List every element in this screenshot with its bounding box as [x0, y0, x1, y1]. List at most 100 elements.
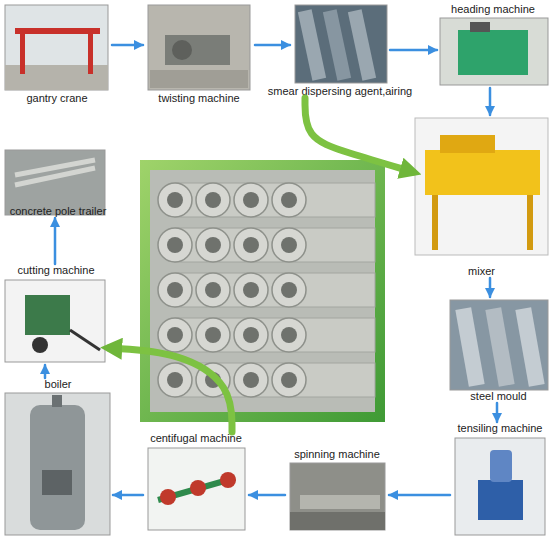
floor [290, 512, 385, 530]
pole-body [175, 228, 375, 262]
machine-box: cutting machine [3, 264, 109, 365]
photo-frame [440, 18, 548, 85]
machine-label: mixer [468, 265, 495, 278]
machine-label: gantry crane [26, 92, 87, 105]
pole-hole [243, 327, 259, 343]
crane-beam [15, 28, 100, 34]
mixer-motor [440, 135, 495, 153]
machine-box: tensiling machine [450, 422, 550, 538]
pole-end [234, 318, 268, 352]
pole-end [196, 363, 230, 397]
mould-cylinder [323, 9, 351, 80]
machine-label: concrete pole trailer [10, 205, 107, 218]
machine-box: mixer [413, 115, 550, 278]
machine-box: smear dispersing agent,airing [290, 3, 390, 98]
spinning-mould [300, 495, 380, 509]
boiler-cylinder [30, 405, 85, 530]
mixer-leg [432, 195, 438, 250]
photo-frame [5, 280, 105, 362]
gantry-photo [5, 5, 108, 90]
pole-end [234, 363, 268, 397]
boiler-door [42, 470, 72, 495]
pole-body [175, 318, 375, 352]
flow-arrow [496, 403, 499, 422]
pole-end [234, 183, 268, 217]
cutter-wheel [32, 337, 48, 353]
pole-hole [205, 327, 221, 343]
photo-frame [290, 463, 385, 530]
pole-end [158, 363, 192, 397]
pole-hole [281, 327, 297, 343]
machine-label: steel mould [470, 390, 526, 403]
pole-end [196, 183, 230, 217]
pole-hole [167, 237, 183, 253]
curved-flow-arrow [109, 348, 232, 432]
pump-motor [490, 450, 512, 482]
machine-wheel [172, 40, 192, 60]
flow-arrow [113, 494, 143, 497]
pole-end [158, 273, 192, 307]
machine-label: smear dispersing agent,airing [268, 85, 412, 98]
tensiling-photo [455, 438, 545, 535]
pole-hole [281, 282, 297, 298]
photo-border [140, 160, 385, 422]
mixer-photo [415, 118, 548, 255]
machine-box: boiler [3, 378, 113, 538]
machine-wheel [220, 472, 236, 488]
pole-hole [167, 372, 183, 388]
mould-cylinder [485, 307, 514, 387]
flow-arrow [390, 49, 437, 52]
crane-leg [88, 34, 93, 74]
spinning-photo [290, 463, 385, 530]
machine-box: spinning machine [285, 448, 389, 533]
machine-label: boiler [45, 378, 72, 391]
flow-arrow [54, 218, 57, 264]
machine-box: twisting machine [143, 3, 255, 105]
pump-body [478, 480, 523, 520]
pole-hole [243, 192, 259, 208]
flow-arrow [249, 494, 285, 497]
pole-end [196, 228, 230, 262]
machine-box: heading machine [437, 3, 549, 88]
machine-label: cutting machine [17, 264, 94, 277]
mould-cylinder [515, 307, 544, 387]
pole-body [175, 363, 375, 397]
heading-photo [440, 18, 548, 85]
pole-line [15, 160, 95, 175]
pole-end [234, 228, 268, 262]
photo-frame [455, 438, 545, 535]
smear-photo [295, 5, 387, 83]
mould-photo [450, 300, 548, 390]
machine-label: tensiling machine [458, 422, 543, 435]
mould-cylinder [348, 9, 376, 80]
pole-body [175, 183, 375, 217]
centrifugal-photo [148, 448, 245, 530]
pole-hole [167, 192, 183, 208]
pole-hole [205, 192, 221, 208]
pole-end [272, 183, 306, 217]
machine-label: twisting machine [158, 92, 239, 105]
mould-cylinder [298, 9, 326, 80]
pole-end [272, 318, 306, 352]
pole-hole [281, 372, 297, 388]
photo-background [150, 170, 375, 412]
pole-end [272, 273, 306, 307]
machine-wheel [190, 480, 206, 496]
flow-arrow [389, 494, 450, 497]
photo-frame [450, 300, 548, 390]
twisting-photo [148, 5, 250, 90]
pole-end [272, 363, 306, 397]
pole-hole [205, 372, 221, 388]
machine-wheel [160, 489, 176, 505]
pole-hole [243, 237, 259, 253]
photo-frame [148, 5, 250, 90]
flow-arrow [255, 44, 290, 47]
pole-hole [167, 327, 183, 343]
machine-label: spinning machine [294, 448, 380, 461]
pole-ends [158, 183, 306, 397]
pole-end [158, 228, 192, 262]
cutter-body [25, 295, 70, 335]
cutter-handle [70, 330, 100, 350]
photo-frame [5, 393, 110, 535]
